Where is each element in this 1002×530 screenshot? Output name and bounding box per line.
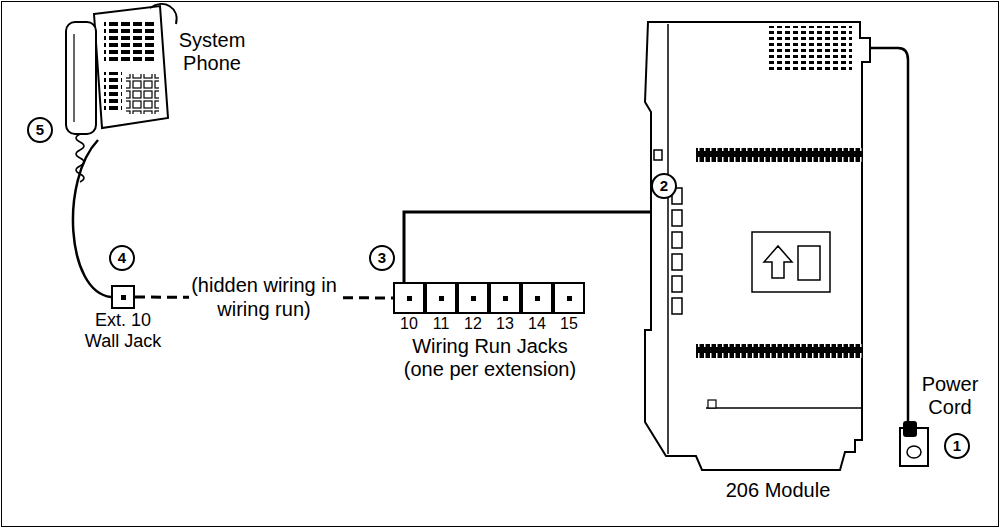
module-port xyxy=(672,210,682,226)
handset-edge xyxy=(73,34,74,122)
module-port xyxy=(672,254,682,270)
jack-label: 12 xyxy=(464,315,482,333)
module-206 xyxy=(645,22,870,470)
power-plug xyxy=(904,422,916,436)
module-cable xyxy=(404,212,672,282)
jack-label: 10 xyxy=(400,315,418,333)
phone-keypad xyxy=(126,74,159,114)
phone-body xyxy=(94,6,168,128)
module-port xyxy=(672,298,682,314)
module-port xyxy=(672,232,682,248)
wiring-run-jack: 12 xyxy=(457,282,489,314)
card-symbol xyxy=(798,246,820,280)
callout-number: 2 xyxy=(651,173,677,199)
module-screw xyxy=(708,400,716,408)
phone-buttons xyxy=(104,22,154,64)
power-cord-wire xyxy=(870,48,908,422)
part-label: System Phone xyxy=(171,29,253,75)
module-vents xyxy=(768,26,852,70)
callout-number: 4 xyxy=(109,245,135,271)
caption-label: Wiring Run Jacks (one per extension) xyxy=(394,335,586,381)
callout-number: 1 xyxy=(944,433,970,459)
module-latch xyxy=(654,150,662,160)
wiring-run-jack: 11 xyxy=(425,282,457,314)
jack-label: 11 xyxy=(433,315,450,333)
module-seam xyxy=(706,407,862,409)
module-slot xyxy=(696,344,862,358)
phone-handset xyxy=(66,22,96,134)
wiring-run-jack: 10 xyxy=(393,282,425,314)
module-slot xyxy=(696,148,862,162)
wall-outlet xyxy=(900,422,928,466)
part-label: 206 Module xyxy=(726,479,831,502)
phone-cord xyxy=(73,140,111,297)
wiring-run-jack: 14 xyxy=(521,282,553,314)
system-phone xyxy=(66,4,177,182)
part-label: Power Cord xyxy=(918,373,982,419)
wiring-label: (hidden wiring in wiring run) xyxy=(189,273,339,321)
jack-label: 13 xyxy=(496,315,514,333)
callout-number: 3 xyxy=(369,245,395,271)
module-port xyxy=(672,276,682,292)
jack-label: 15 xyxy=(560,315,578,333)
phone-line-cord xyxy=(150,4,177,24)
wiring-run-jack: 13 xyxy=(489,282,521,314)
phone-buttons xyxy=(104,72,122,112)
callout-number: 5 xyxy=(27,117,53,143)
module-housing xyxy=(645,22,870,470)
outlet-socket xyxy=(907,446,921,458)
module-label-plate xyxy=(752,232,830,292)
arrow-symbol xyxy=(764,246,792,278)
jack-label: 14 xyxy=(528,315,546,333)
wall-jack: Ext. 10 Wall Jack xyxy=(111,285,135,309)
jack-label: Ext. 10 Wall Jack xyxy=(78,310,168,351)
wiring-run-jack: 15 xyxy=(553,282,585,314)
module-side-edge xyxy=(667,24,669,454)
